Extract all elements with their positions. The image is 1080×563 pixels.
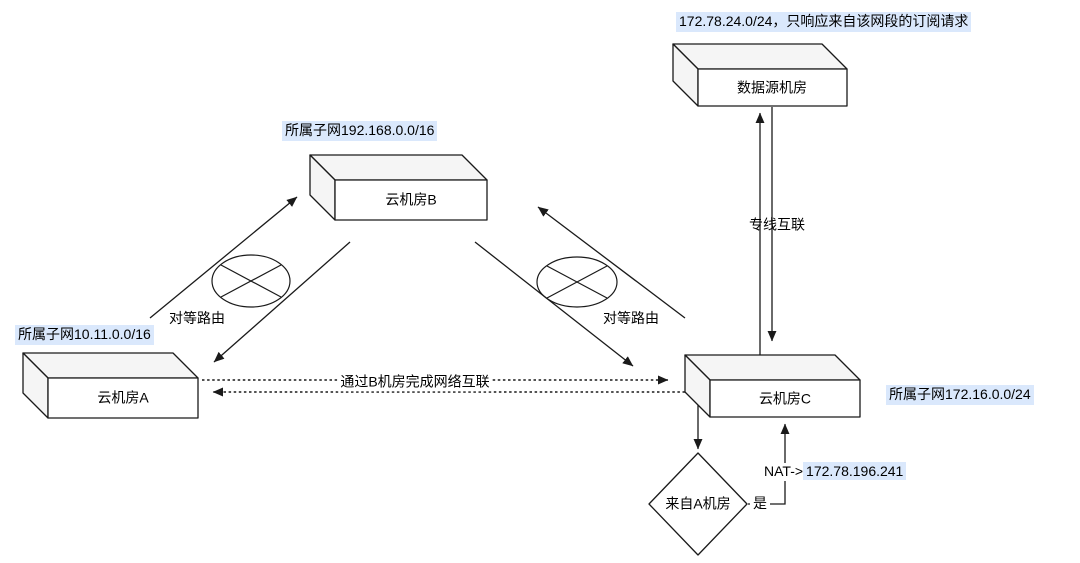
via-b-label: 通过B机房完成网络互联 — [337, 373, 493, 391]
peer-route-left-label: 对等路由 — [169, 310, 225, 326]
connectors — [149, 107, 790, 505]
node-data-source — [672, 43, 848, 107]
decision-label: 来自A机房 — [665, 495, 731, 512]
edge-c-to-b — [537, 206, 686, 319]
node-cloud-a — [22, 352, 199, 419]
cloud-c-label: 云机房C — [758, 390, 812, 407]
edge-b-to-c — [474, 241, 634, 367]
node-decision — [648, 452, 748, 556]
datasource-label: 数据源机房 — [737, 79, 807, 96]
node-cloud-c — [684, 354, 861, 418]
cloud-a-annotation: 所属子网10.11.0.0/16 — [15, 325, 154, 345]
peer-route-right-label: 对等路由 — [603, 310, 659, 326]
cloud-b-label: 云机房B — [385, 191, 437, 208]
edge-a-to-b — [149, 196, 298, 319]
nat-prefix: NAT-> — [764, 463, 804, 479]
dedicated-line-label: 专线互联 — [749, 216, 805, 233]
cloud-c-annotation: 所属子网172.16.0.0/24 — [886, 385, 1034, 405]
node-cloud-b — [309, 154, 488, 221]
cloud-a-label: 云机房A — [97, 389, 149, 406]
cloud-b-annotation: 所属子网192.168.0.0/16 — [282, 121, 438, 141]
blocked-route-right-icon — [536, 256, 618, 308]
nat-label: NAT->172.78.196.241 — [761, 462, 910, 481]
datasource-annotation: 172.78.24.0/24，只响应来自该网段的订阅请求 — [676, 12, 972, 32]
yes-label: 是 — [750, 495, 770, 513]
edge-b-to-a — [213, 241, 351, 363]
blocked-route-left-icon — [211, 254, 291, 308]
nat-ip: 172.78.196.241 — [803, 462, 907, 480]
